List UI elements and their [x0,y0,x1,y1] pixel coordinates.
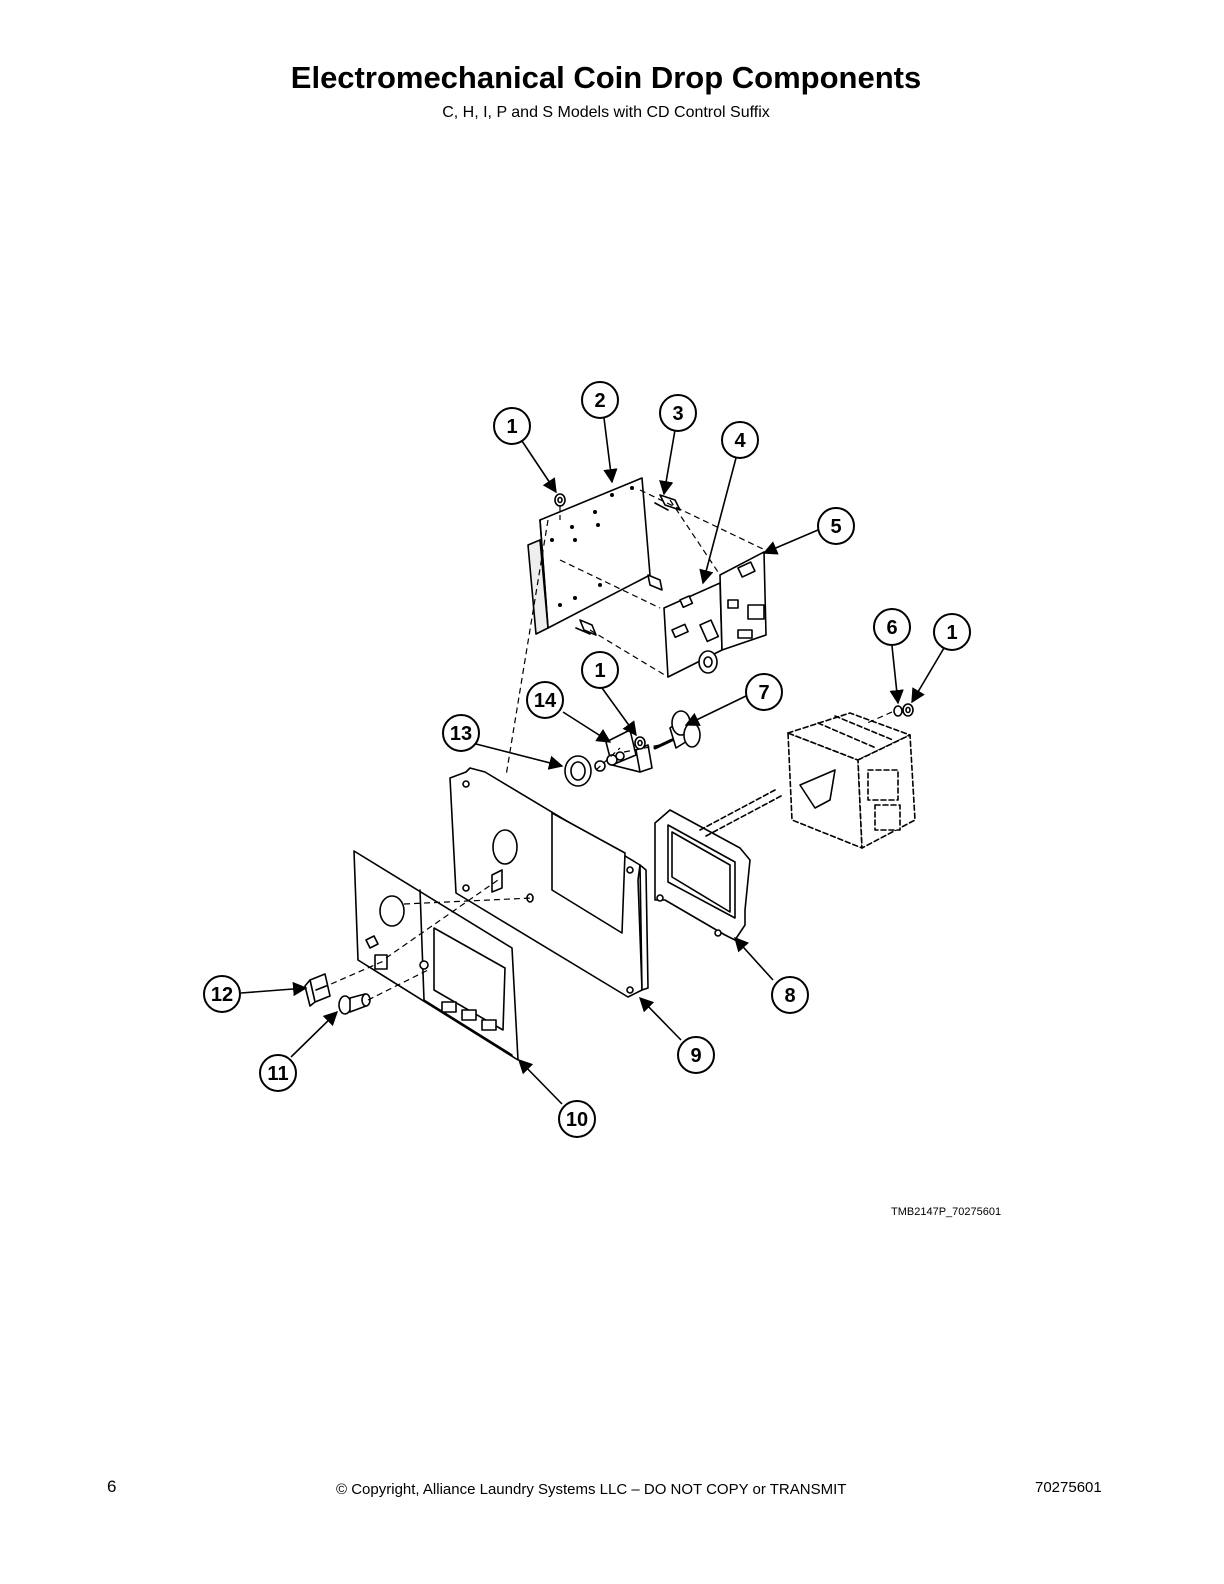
callout-label: 5 [830,516,841,538]
callout-circle [745,673,783,711]
callout-c13: 13 [442,714,480,752]
callout-circle [203,975,241,1013]
callout-circle [442,714,480,752]
callout-c1b: 1 [933,613,971,651]
knob-part [653,710,701,750]
callout-c10: 10 [558,1100,596,1138]
callout-label: 6 [886,617,897,639]
callout-circle [259,1054,297,1092]
callout-label: 1 [594,660,605,682]
callout-c8: 8 [771,976,809,1014]
nut-part-right [902,703,914,717]
callout-circle [721,421,759,459]
callout-circle [493,407,531,445]
control-panel-overlay-part [353,850,519,1061]
callout-leaders [240,417,945,1105]
switch-bracket-part [605,729,653,773]
callout-label: 7 [758,682,769,704]
callout-label: 1 [946,622,957,644]
standoff-part [575,494,681,636]
callout-c11: 11 [259,1054,297,1092]
callout-c7: 7 [745,673,783,711]
callout-label: 9 [690,1045,701,1067]
callout-c9: 9 [677,1036,715,1074]
callout-c3: 3 [659,394,697,432]
gasket-frame-part [654,809,751,941]
callout-circle [581,651,619,689]
callout-label: 4 [734,430,746,452]
callout-circle [677,1036,715,1074]
callout-label: 2 [594,390,605,412]
callout-label: 13 [450,723,472,745]
callout-c14: 14 [526,681,564,719]
callout-label: 14 [534,690,557,712]
callout-c1a: 1 [493,407,531,445]
page-number: 6 [107,1477,117,1496]
document-number: 70275601 [1035,1479,1102,1496]
callout-circle [526,681,564,719]
callout-label: 8 [784,985,795,1007]
callout-circle [558,1100,596,1138]
page-subtitle: C, H, I, P and S Models with CD Control … [442,104,770,121]
control-bracket-part [527,477,651,635]
callout-circle [933,613,971,651]
callout-label: 10 [566,1109,588,1131]
callout-c5: 5 [817,507,855,545]
push-button-part [338,993,371,1015]
callout-label: 3 [672,403,683,425]
washer-part [893,705,903,717]
callout-c1c: 1 [581,651,619,689]
nut-part-upper [554,493,566,507]
control-board-a-part [663,582,723,678]
callout-circle [659,394,697,432]
callout-circle [771,976,809,1014]
coin-drop-assembly-part [699,712,916,849]
callout-circle [581,381,619,419]
callout-c4: 4 [721,421,759,459]
callout-circle [873,608,911,646]
callout-label: 11 [267,1063,288,1085]
assembly-guide-lines [321,489,893,1001]
callout-label: 12 [211,984,233,1006]
nut-part-middle [634,736,646,750]
callout-c12: 12 [203,975,241,1013]
copyright-notice: © Copyright, Alliance Laundry Systems LL… [336,1481,847,1498]
rocker-switch-part [304,973,331,1007]
callout-c2: 2 [581,381,619,419]
callout-circle [817,507,855,545]
figure-code: TMB2147P_70275601 [891,1206,1002,1218]
control-board-b-part [719,551,767,651]
callout-c6: 6 [873,608,911,646]
control-panel-plate-part [449,767,649,998]
temperature-knob-part [564,751,625,787]
callout-label: 1 [506,416,517,438]
page-title: Electromechanical Coin Drop Components [290,60,922,95]
